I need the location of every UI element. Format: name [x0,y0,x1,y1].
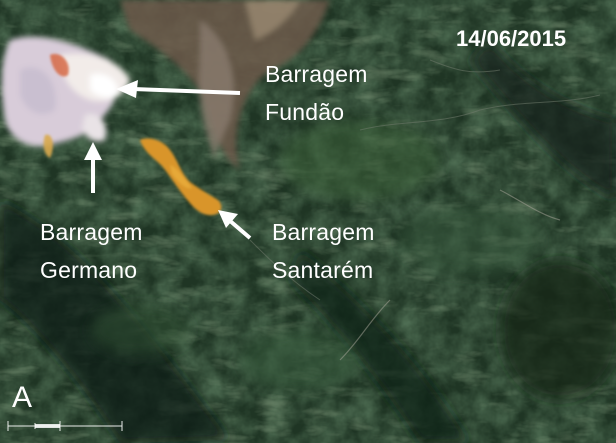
image-date: 14/06/2015 [456,26,567,51]
label-santarem-line1: Barragem [272,219,375,245]
label-germano-line1: Barragem [40,219,143,245]
label-barragem-fundao: Barragem Fundão [265,55,368,131]
panel-letter: A [12,381,33,414]
label-germano-line2: Germano [40,257,138,283]
label-fundao-line2: Fundão [265,99,345,125]
label-santarem-line2: Santarém [272,257,374,283]
label-barragem-germano: Barragem Germano [40,213,143,289]
label-fundao-line1: Barragem [265,61,368,87]
label-barragem-santarem: Barragem Santarém [272,213,375,289]
